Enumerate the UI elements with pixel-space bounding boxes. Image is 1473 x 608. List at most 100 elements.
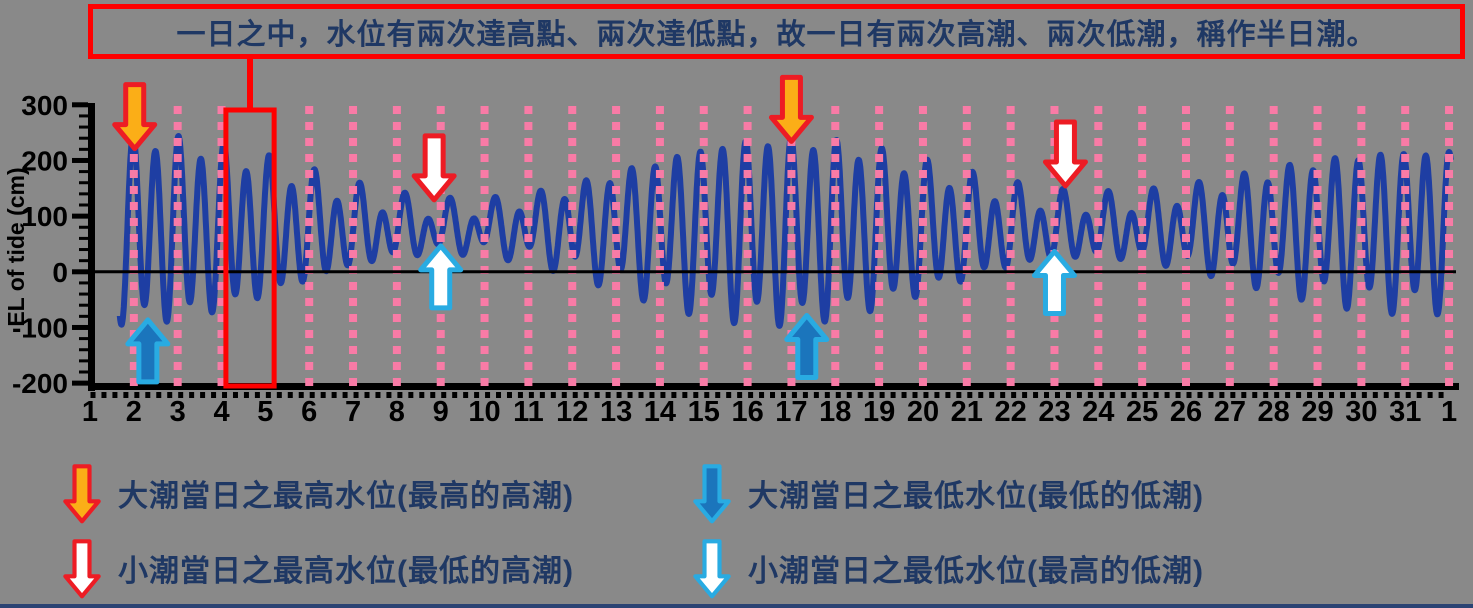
x-tick-label: 12 bbox=[556, 396, 588, 428]
legend-item-neap-low: 小潮當日之最低水位(最高的低潮) bbox=[692, 531, 1204, 605]
y-major-tick bbox=[72, 269, 88, 275]
x-minor-tick bbox=[496, 392, 502, 398]
x-minor-tick bbox=[375, 392, 381, 398]
x-minor-tick bbox=[1109, 392, 1115, 398]
x-minor-tick bbox=[1087, 392, 1093, 398]
x-minor-tick bbox=[802, 392, 808, 398]
x-tick-label: 29 bbox=[1301, 396, 1333, 428]
y-minor-tick bbox=[79, 114, 88, 118]
x-minor-tick bbox=[222, 392, 228, 398]
x-minor-tick bbox=[309, 392, 315, 398]
x-minor-tick bbox=[320, 392, 326, 398]
x-tick-label: 3 bbox=[170, 396, 186, 428]
x-minor-tick bbox=[583, 392, 589, 398]
x-tick-label: 14 bbox=[644, 396, 676, 428]
y-tick-label: 0 bbox=[52, 257, 68, 288]
y-major-tick bbox=[72, 324, 88, 330]
x-minor-tick bbox=[342, 392, 348, 398]
x-tick-label: 23 bbox=[1038, 396, 1070, 428]
x-minor-tick bbox=[923, 392, 929, 398]
callout-box: 一日之中，水位有兩次達高點、兩次達低點，故一日有兩次高潮、兩次低潮，稱作半日潮。 bbox=[88, 4, 1465, 59]
x-minor-tick bbox=[463, 392, 469, 398]
bottom-edge-strip bbox=[0, 604, 1473, 608]
x-tick-label: 17 bbox=[775, 396, 807, 428]
x-minor-tick bbox=[441, 392, 447, 398]
x-tick-label: 30 bbox=[1345, 396, 1377, 428]
x-minor-tick bbox=[123, 392, 129, 398]
x-minor-tick bbox=[1142, 392, 1148, 398]
x-minor-tick bbox=[561, 392, 567, 398]
y-major-tick bbox=[72, 157, 88, 163]
y-minor-tick bbox=[79, 348, 88, 352]
x-tick-label: 1 bbox=[82, 396, 98, 428]
x-minor-tick bbox=[265, 392, 271, 398]
x-minor-tick bbox=[353, 392, 359, 398]
y-minor-tick bbox=[79, 281, 88, 285]
x-minor-tick bbox=[868, 392, 874, 398]
x-minor-tick bbox=[1022, 392, 1028, 398]
annotation-arrow-spring-high-down bbox=[768, 74, 814, 144]
x-minor-tick bbox=[1285, 392, 1291, 398]
annotation-arrow-spring-low-up bbox=[125, 317, 171, 385]
y-minor-tick bbox=[79, 236, 88, 240]
x-minor-tick bbox=[550, 392, 556, 398]
x-minor-tick bbox=[934, 392, 940, 398]
x-minor-tick bbox=[616, 392, 622, 398]
x-minor-tick bbox=[178, 392, 184, 398]
x-minor-tick bbox=[298, 392, 304, 398]
x-tick-label: 11 bbox=[513, 396, 544, 428]
x-minor-tick bbox=[386, 392, 392, 398]
x-minor-tick bbox=[430, 392, 436, 398]
x-minor-tick bbox=[748, 392, 754, 398]
x-axis-line bbox=[88, 383, 1459, 390]
x-minor-tick bbox=[857, 392, 863, 398]
y-tick-label: 100 bbox=[21, 201, 68, 232]
x-minor-tick bbox=[1197, 392, 1203, 398]
x-tick-label: 18 bbox=[819, 396, 851, 428]
x-minor-tick bbox=[780, 392, 786, 398]
legend-label: 小潮當日之最低水位(最高的低潮) bbox=[748, 555, 1204, 588]
x-minor-tick bbox=[1383, 392, 1389, 398]
x-minor-tick bbox=[704, 392, 710, 398]
x-minor-tick bbox=[211, 392, 217, 398]
spring-low-arrow-icon bbox=[693, 464, 731, 524]
x-minor-tick bbox=[232, 392, 238, 398]
x-minor-tick bbox=[408, 392, 414, 398]
x-minor-tick bbox=[145, 392, 151, 398]
y-tick-label: 200 bbox=[21, 145, 68, 176]
x-minor-tick bbox=[1230, 392, 1236, 398]
x-tick-label: 5 bbox=[257, 396, 273, 428]
x-minor-tick bbox=[605, 392, 611, 398]
x-minor-tick bbox=[1054, 392, 1060, 398]
x-minor-tick bbox=[1296, 392, 1302, 398]
y-minor-tick bbox=[79, 248, 88, 252]
legend-label: 大潮當日之最低水位(最低的低潮) bbox=[748, 480, 1204, 513]
y-minor-tick bbox=[79, 314, 88, 318]
x-minor-tick bbox=[1307, 392, 1313, 398]
x-tick-label: 8 bbox=[389, 396, 405, 428]
x-minor-tick bbox=[967, 392, 973, 398]
y-minor-tick bbox=[79, 203, 88, 207]
x-minor-tick bbox=[1252, 392, 1258, 398]
x-minor-tick bbox=[835, 392, 841, 398]
x-minor-tick bbox=[1044, 392, 1050, 398]
x-tick-label: 6 bbox=[301, 396, 317, 428]
legend-item-neap-high: 小潮當日之最高水位(最低的高潮) bbox=[62, 531, 574, 605]
y-minor-tick bbox=[79, 259, 88, 263]
x-minor-tick bbox=[1241, 392, 1247, 398]
x-minor-tick bbox=[627, 392, 633, 398]
legend-label: 大潮當日之最高水位(最高的高潮) bbox=[118, 480, 574, 513]
x-minor-tick bbox=[1427, 392, 1433, 398]
x-minor-tick bbox=[956, 392, 962, 398]
x-minor-tick bbox=[759, 392, 765, 398]
annotation-arrow-neap-high-down bbox=[411, 133, 457, 203]
x-minor-tick bbox=[671, 392, 677, 398]
x-minor-tick bbox=[901, 392, 907, 398]
x-minor-tick bbox=[715, 392, 721, 398]
y-minor-tick bbox=[79, 136, 88, 140]
x-minor-tick bbox=[1219, 392, 1225, 398]
y-minor-tick bbox=[79, 292, 88, 296]
x-minor-tick bbox=[594, 392, 600, 398]
x-tick-label: 4 bbox=[213, 396, 229, 428]
